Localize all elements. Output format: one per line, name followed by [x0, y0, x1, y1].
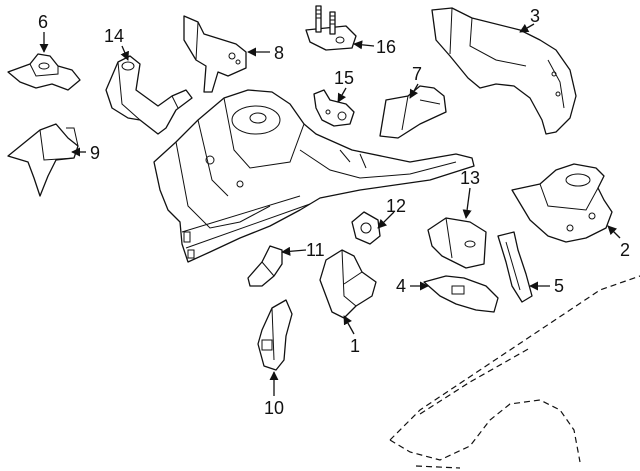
part-8-bracket	[183, 15, 247, 93]
callout-8: 8	[274, 43, 284, 63]
part-12-plate	[351, 211, 381, 245]
part-11-bracket	[247, 245, 283, 287]
fender-outline	[389, 275, 640, 469]
part-10-bracket	[257, 299, 293, 371]
part-apron-assembly	[153, 89, 475, 263]
part-13-mount	[427, 217, 487, 269]
callout-9: 9	[90, 143, 100, 163]
callout-numbers: 6 9 14 8 16 15 7 3 2 12 13 11 1 4 5 10	[38, 6, 630, 418]
callout-15: 15	[334, 68, 354, 88]
callout-7: 7	[412, 64, 422, 84]
part-14-arm-bracket	[105, 55, 193, 135]
callout-1: 1	[350, 336, 360, 356]
part-5-strip	[497, 231, 533, 303]
callout-2: 2	[620, 240, 630, 260]
part-1-reinforcement	[319, 249, 377, 319]
callout-12: 12	[386, 196, 406, 216]
callout-16: 16	[376, 37, 396, 57]
callout-14: 14	[104, 26, 124, 46]
callout-4: 4	[396, 276, 406, 296]
part-6-bracket	[7, 53, 81, 91]
part-2-shield	[511, 163, 613, 243]
part-4-plate	[423, 275, 499, 313]
part-16-stud-plate	[305, 5, 357, 51]
callout-leaders	[39, 23, 621, 396]
part-15-bracket	[313, 89, 355, 127]
part-9-bracket	[7, 123, 79, 197]
callout-11: 11	[306, 240, 325, 260]
callout-10: 10	[264, 398, 284, 418]
callout-6: 6	[38, 12, 48, 32]
part-3-wheelhouse	[431, 7, 577, 135]
callout-3: 3	[530, 6, 540, 26]
callout-13: 13	[460, 168, 480, 188]
callout-5: 5	[554, 276, 564, 296]
